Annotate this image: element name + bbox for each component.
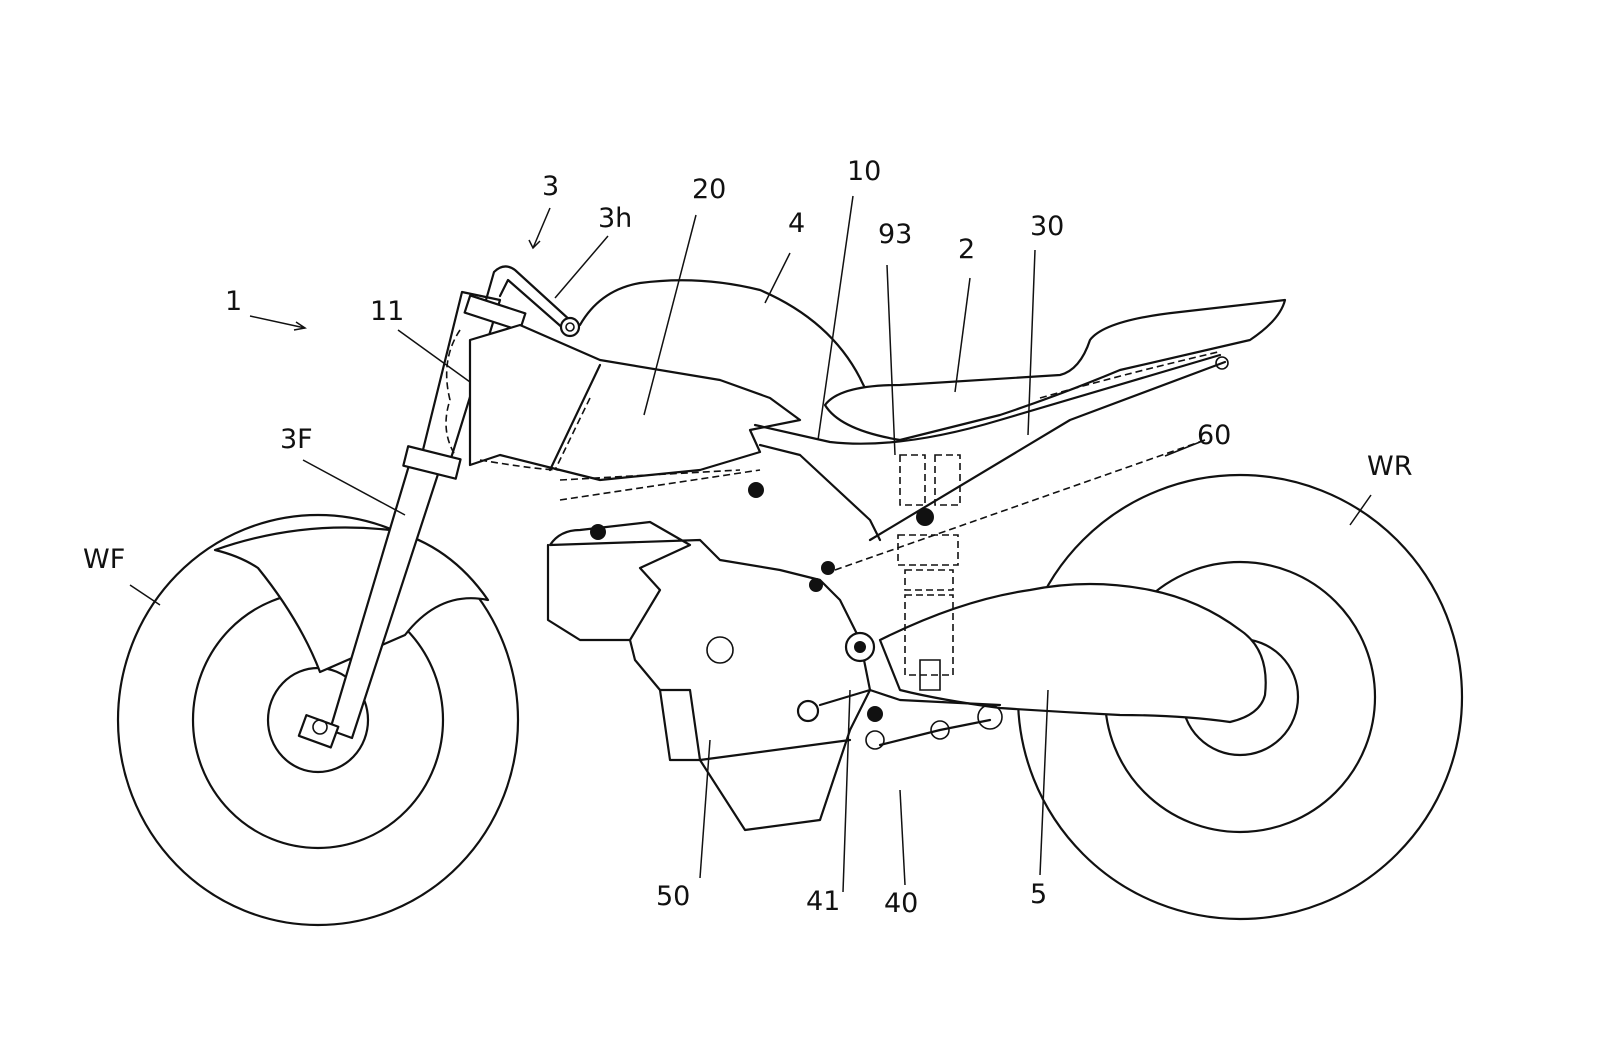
label-air-cleaner: 20 bbox=[692, 174, 726, 205]
label-motorcycle: 1 bbox=[225, 286, 242, 317]
pivot-plate bbox=[590, 482, 1003, 750]
label-link-mechanism: 40 bbox=[884, 888, 918, 919]
label-seat-rail: 30 bbox=[1030, 211, 1064, 242]
leader-lines bbox=[129, 195, 1372, 893]
handlebar bbox=[484, 265, 581, 338]
front-fork bbox=[297, 290, 527, 749]
label-handlebar: 3h bbox=[598, 203, 632, 234]
swing-arm bbox=[878, 582, 1267, 724]
label-link-rod: 60 bbox=[1197, 420, 1231, 451]
label-pivot-plate: 41 bbox=[806, 886, 840, 917]
fuel-tank bbox=[578, 279, 882, 407]
main-frame bbox=[468, 323, 802, 501]
link-rod bbox=[834, 439, 1206, 571]
reference-labels: 1 3 3h 11 3F WF 20 4 10 93 2 30 60 WR 50… bbox=[83, 156, 1412, 919]
label-seat: 2 bbox=[958, 234, 975, 265]
label-bracket: 93 bbox=[878, 219, 912, 250]
label-rear-wheel: WR bbox=[1367, 451, 1412, 482]
label-steering: 3 bbox=[542, 171, 559, 202]
label-head-pipe: 11 bbox=[370, 296, 404, 327]
label-front-wheel: WF bbox=[83, 544, 125, 575]
label-engine: 50 bbox=[656, 881, 690, 912]
label-main-frame: 10 bbox=[847, 156, 881, 187]
front-fender bbox=[213, 526, 490, 674]
rear-shock bbox=[897, 454, 961, 691]
engine bbox=[546, 520, 872, 832]
label-front-fork: 3F bbox=[280, 424, 313, 455]
seat bbox=[823, 298, 1287, 442]
label-fuel-tank: 4 bbox=[788, 208, 805, 239]
seat-rail bbox=[753, 351, 1229, 542]
label-swing-arm: 5 bbox=[1030, 879, 1047, 910]
